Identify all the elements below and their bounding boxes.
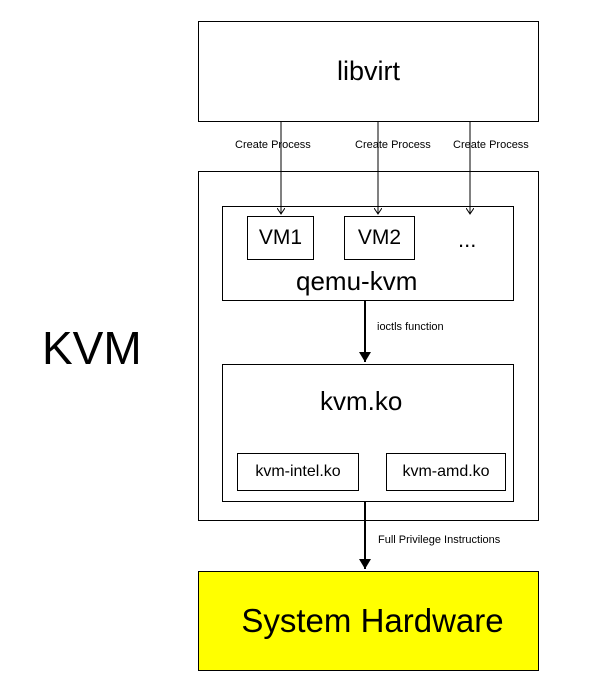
kvm-amd-module-label: kvm-amd.ko <box>402 463 490 480</box>
libvirt-title: libvirt <box>336 56 400 86</box>
vm-ellipsis: ... <box>458 227 477 252</box>
vm1-box: VM1 <box>247 216 314 260</box>
privilege-instructions-label: Full Privilege Instructions <box>378 534 501 546</box>
kvm-intel-module-label: kvm-intel.ko <box>255 463 341 480</box>
create-process-label-3: Create Process <box>453 139 529 151</box>
create-process-label-1: Create Process <box>235 139 311 151</box>
kvm-outer-box <box>198 171 539 521</box>
kvm-amd-module-box: kvm-amd.ko <box>386 453 506 491</box>
libvirt-box: libvirt <box>198 21 539 122</box>
kvm-intel-module-box: kvm-intel.ko <box>237 453 359 491</box>
vm2-label: VM2 <box>357 226 402 249</box>
system-hardware-title: System Hardware <box>241 602 504 639</box>
kvm-ko-title: kvm.ko <box>320 386 403 416</box>
kvm-side-label: KVM <box>42 322 142 374</box>
kvm-ko-box: kvm.ko kvm-intel.ko kvm-amd.ko <box>222 364 514 502</box>
system-hardware-box: System Hardware <box>198 571 539 671</box>
vm2-box: VM2 <box>344 216 415 260</box>
qemu-kvm-box: VM1 VM2 ... qemu-kvm <box>222 206 514 301</box>
create-process-label-2: Create Process <box>355 139 431 151</box>
qemu-kvm-title: qemu-kvm <box>296 266 418 296</box>
ioctls-label: ioctls function <box>377 321 444 333</box>
vm1-label: VM1 <box>258 226 303 249</box>
